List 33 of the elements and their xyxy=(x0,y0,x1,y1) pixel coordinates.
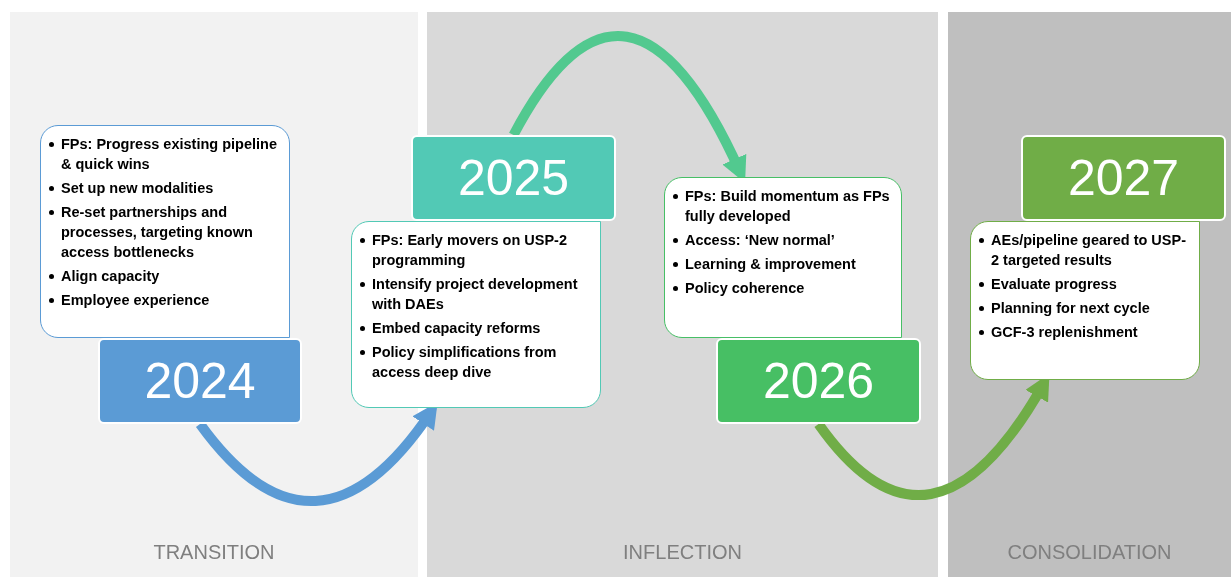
year-box xyxy=(716,338,921,424)
bullet-item: Planning for next cycle xyxy=(991,299,1150,318)
bullet-item: Learning & improvement xyxy=(685,255,856,274)
bullet-item: Re-set partnerships and processes, targeting known access bottlenecks xyxy=(61,203,254,262)
bullet-item: Policy simplifications from access deep dive xyxy=(372,343,558,382)
bullet-card xyxy=(664,177,902,338)
bullet-item: FPs: Early movers on USP-2 programming xyxy=(372,231,568,270)
bullet-item: Access: ‘New normal’ xyxy=(685,231,835,250)
bullet-item: Intensify project development with DAEs xyxy=(372,275,579,314)
bullet-item: AEs/pipeline geared to USP-2 targeted results xyxy=(991,231,1187,270)
phase-band xyxy=(948,12,1231,577)
bullet-item: FPs: Progress existing pipeline & quick wins xyxy=(61,135,278,174)
year-label: 2027 xyxy=(1067,153,1180,203)
bullet-item: Embed capacity reforms xyxy=(372,319,541,338)
phase-label: INFLECTION xyxy=(622,540,743,565)
bullet-card xyxy=(40,125,290,338)
bullet-item: Align capacity xyxy=(61,267,160,286)
year-box xyxy=(411,135,616,221)
phase-label: TRANSITION xyxy=(152,540,276,565)
year-box xyxy=(1021,135,1226,221)
bullet-item: Employee experience xyxy=(61,291,210,310)
year-label: 2025 xyxy=(457,153,570,203)
year-label: 2024 xyxy=(144,356,256,406)
bullet-card xyxy=(351,221,601,408)
bullet-item: GCF-3 replenishment xyxy=(991,323,1138,342)
year-box xyxy=(98,338,302,424)
bullet-card xyxy=(970,221,1200,380)
year-label: 2026 xyxy=(762,356,875,406)
phase-label: CONSOLIDATION xyxy=(1006,540,1173,565)
bullet-item: Evaluate progress xyxy=(991,275,1117,294)
bullet-item: Policy coherence xyxy=(685,279,805,298)
bullet-item: Set up new modalities xyxy=(61,179,214,198)
bullet-item: FPs: Build momentum as FPs fully developed xyxy=(685,187,891,226)
